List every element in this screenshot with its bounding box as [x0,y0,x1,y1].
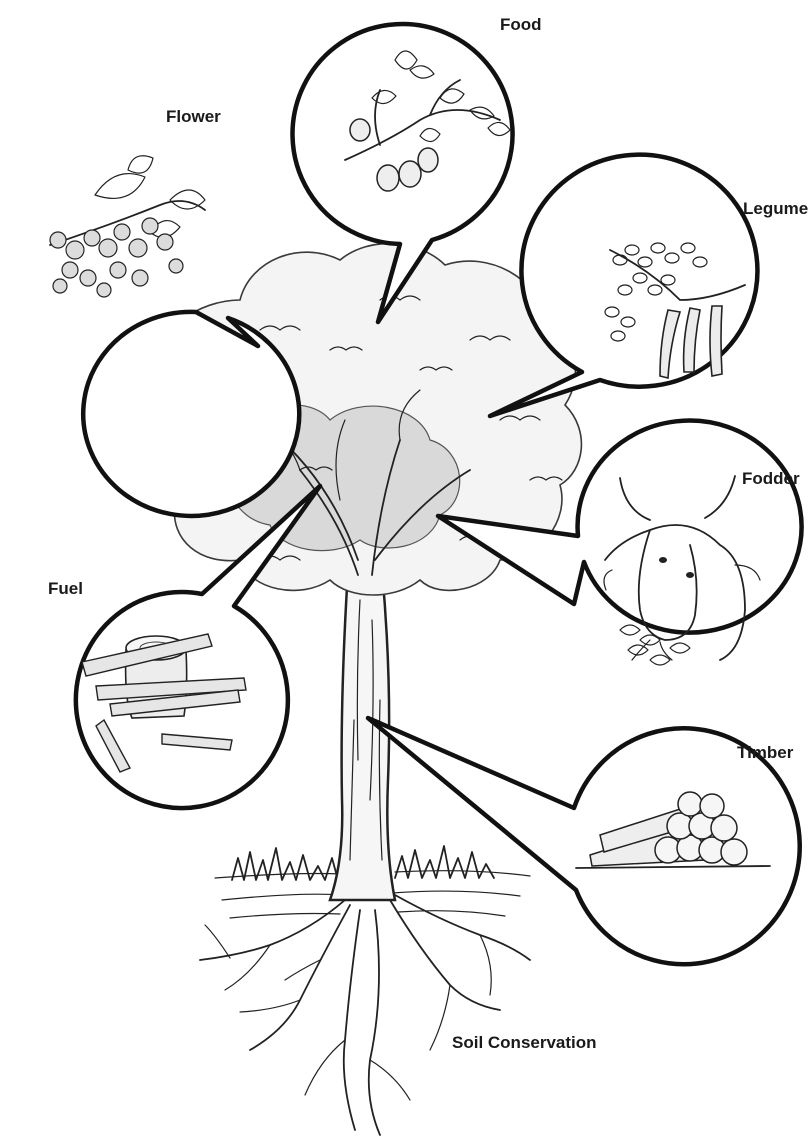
grass-left [232,848,338,880]
label-fodder: Fodder [742,469,800,488]
label-timber: Timber [737,743,794,762]
flower-illustration [50,156,205,297]
grass-right [395,846,494,878]
label-fuel: Fuel [48,579,83,598]
timber-bubble [368,718,800,964]
label-flower: Flower [166,107,221,126]
roots [200,895,530,1135]
label-soil-conservation: Soil Conservation [452,1033,597,1052]
label-legume: Legume [743,199,808,218]
label-food: Food [500,15,542,34]
flower-bubble [50,156,299,516]
